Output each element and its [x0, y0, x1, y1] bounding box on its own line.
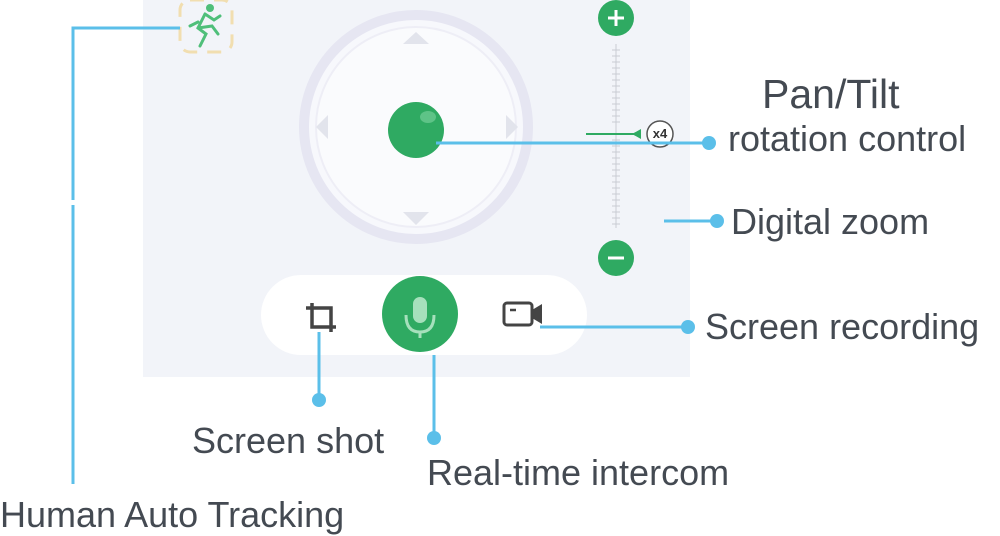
digital-zoom-slider[interactable]	[586, 44, 674, 228]
zoom-badge-label: x4	[652, 126, 668, 141]
callout-tracking-upper	[71, 26, 180, 200]
label-real-time-intercom: Real-time intercom	[427, 452, 730, 493]
crop-icon[interactable]	[306, 303, 336, 332]
label-digital-zoom: Digital zoom	[731, 201, 930, 242]
label-screen-shot: Screen shot	[192, 420, 385, 461]
arrow-up-icon[interactable]	[403, 32, 429, 44]
joystick-knob-icon[interactable]	[388, 102, 444, 158]
arrow-down-icon[interactable]	[403, 212, 429, 225]
zoom-badge	[646, 120, 674, 148]
label-screen-recording: Screen recording	[705, 306, 980, 347]
video-camera-icon[interactable]	[502, 301, 542, 327]
label-rotation-control: rotation control	[728, 118, 967, 159]
arrow-left-icon[interactable]	[316, 115, 328, 139]
running-person-icon[interactable]	[178, 0, 234, 54]
microphone-icon[interactable]	[382, 276, 458, 352]
label-pan-tilt: Pan/Tilt	[762, 71, 900, 117]
label-human-auto-tracking: Human Auto Tracking	[0, 494, 345, 535]
callout-lines	[71, 26, 717, 484]
callout-dots	[312, 136, 724, 445]
zoom-out-button[interactable]	[598, 240, 634, 276]
zoom-in-button[interactable]	[598, 0, 634, 36]
arrow-right-icon[interactable]	[506, 115, 518, 139]
